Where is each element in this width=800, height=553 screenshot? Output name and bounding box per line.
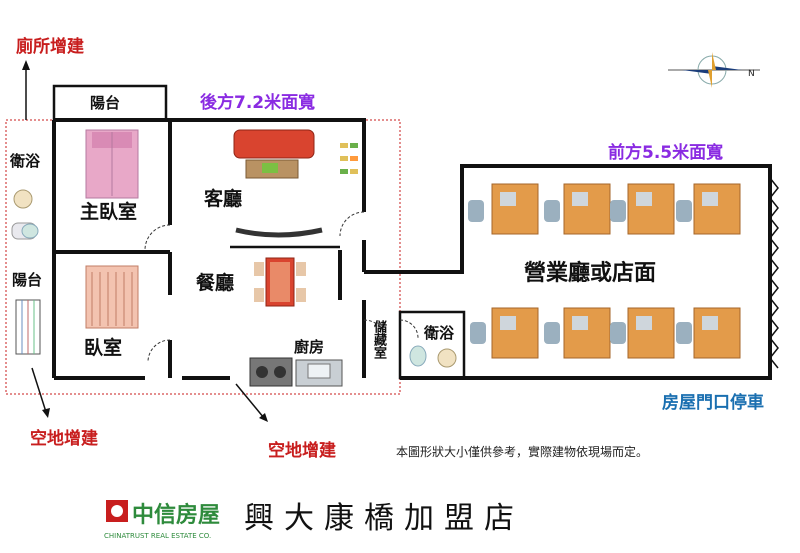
office-desk-icon <box>676 183 741 235</box>
compass-north-label: N <box>748 69 755 79</box>
disclaimer-note: 本圖形狀大小僅供參考，實際建物依現場而定。 <box>396 444 648 459</box>
rear-width-label: 後方7.2米面寬 <box>200 92 315 113</box>
brand-english-name: CHINATRUST REAL ESTATE CO. <box>104 532 211 540</box>
office-desk-icon <box>468 183 539 235</box>
vacant-left-arrowhead <box>42 408 50 418</box>
parking-label: 房屋門口停車 <box>662 392 764 413</box>
vacant-extension-mid-label: 空地增建 <box>268 440 336 461</box>
dining-table-icon <box>254 257 306 307</box>
store-name: 興大康橋加盟店 <box>244 501 524 536</box>
office-desk-icon <box>676 307 741 359</box>
mid-bath-fixtures-icon <box>409 345 457 368</box>
left-bath-fixtures-icon <box>11 189 39 240</box>
vacant-left-arrow <box>31 367 47 413</box>
bedroom-label: 臥室 <box>84 336 122 359</box>
bedroom-bed-icon <box>85 265 139 329</box>
mid-bath-box <box>398 310 466 380</box>
shoe-rack-icon <box>340 143 358 174</box>
bath-door <box>399 319 419 339</box>
front-width-label: 前方5.5米面寬 <box>608 142 723 163</box>
business-hall-label: 營業廳或店面 <box>524 260 656 286</box>
front-rolling-door <box>769 177 779 369</box>
toilet-ext-arrowhead <box>22 60 30 70</box>
storage-label: 儲藏室 <box>371 320 386 359</box>
storage-door <box>363 319 387 343</box>
master-bed-icon <box>85 129 139 199</box>
rear-wall <box>54 118 366 212</box>
brand-logo: 中信房屋 CHINATRUST REAL ESTATE CO. <box>104 500 220 540</box>
vacant-extension-left-label: 空地增建 <box>30 428 98 449</box>
office-desk-icon <box>544 307 611 359</box>
office-desk-icon <box>470 307 539 359</box>
kitchen-appliances-icon <box>249 357 343 387</box>
living-room-label: 客廳 <box>204 187 242 210</box>
tv-icon <box>235 227 323 238</box>
toilet-extension-label: 廁所增建 <box>16 36 84 57</box>
left-balcony-label: 陽台 <box>12 271 42 289</box>
office-desk-icon <box>610 183 675 235</box>
left-bath-label: 衛浴 <box>9 152 41 170</box>
shop-walls <box>364 164 772 380</box>
dining-room-label: 餐廳 <box>196 271 234 294</box>
office-desk-icon <box>610 307 675 359</box>
bedroom-door <box>147 339 171 363</box>
office-desk-icon <box>544 183 611 235</box>
top-balcony-label: 陽台 <box>90 94 120 112</box>
living-door <box>339 211 365 237</box>
kitchen-label: 廚房 <box>294 338 324 356</box>
master-door <box>144 224 171 251</box>
sofa-icon <box>233 129 315 179</box>
mid-bath-label: 衛浴 <box>423 324 455 342</box>
laundry-rack-icon <box>15 299 41 355</box>
vacant-mid-arrowhead <box>259 413 268 422</box>
master-bedroom-label: 主臥室 <box>80 200 137 223</box>
brand-name: 中信房屋 <box>132 502 220 528</box>
vacant-mid-arrow <box>235 383 265 419</box>
brand-logo-mark <box>111 505 123 517</box>
compass-icon <box>668 52 760 88</box>
